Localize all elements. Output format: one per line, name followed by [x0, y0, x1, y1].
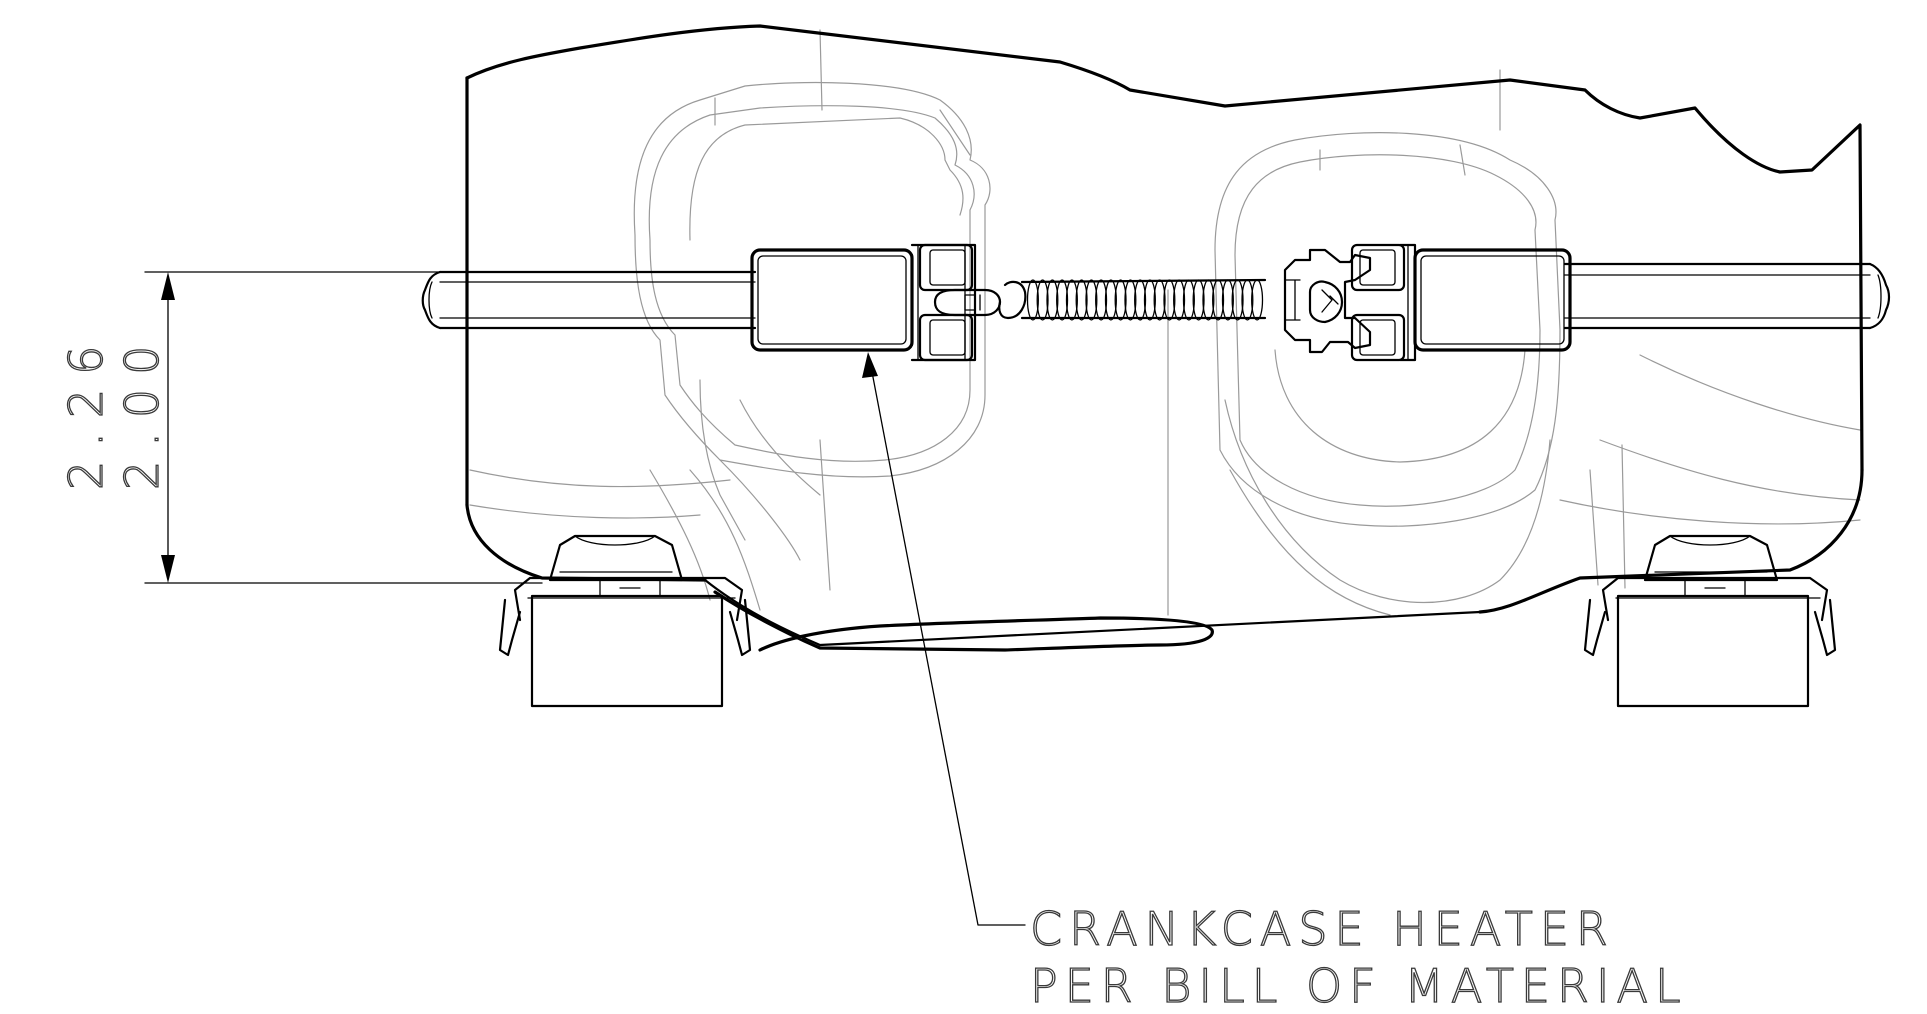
- heater-spring: [998, 278, 1267, 321]
- spring-coil: [1104, 279, 1117, 321]
- spring-coil: [1036, 279, 1049, 321]
- spring-coil: [1095, 279, 1108, 321]
- callout-line-2: PER BILL OF MATERIAL: [1030, 959, 1688, 1013]
- heater-band: [421, 262, 1891, 330]
- spring-coil: [1124, 279, 1137, 321]
- spring-coil: [1056, 279, 1069, 321]
- spring-coil: [1046, 279, 1059, 321]
- spring-coil: [1085, 279, 1098, 321]
- heater-block-right: [1283, 243, 1572, 362]
- compressor-shell: [465, 24, 1864, 652]
- dimension-value-outer: 2.26: [59, 332, 113, 490]
- heater-block-left: [750, 243, 1002, 362]
- callout-leader: [862, 352, 1026, 926]
- spring-coil: [1026, 279, 1039, 321]
- spring-coil: [1065, 279, 1078, 321]
- spring-coil: [1075, 279, 1088, 321]
- spring-coil: [1114, 279, 1127, 321]
- mounting-foot-right: [1583, 534, 1837, 708]
- callout-line-1: CRANKCASE HEATER: [1030, 902, 1615, 956]
- dimension-value-inner: 2.00: [115, 332, 169, 490]
- mounting-foot-left: [498, 534, 752, 708]
- dimension-height: 2.26 2.00: [58, 271, 543, 584]
- shell-interior-lines: [469, 29, 1861, 616]
